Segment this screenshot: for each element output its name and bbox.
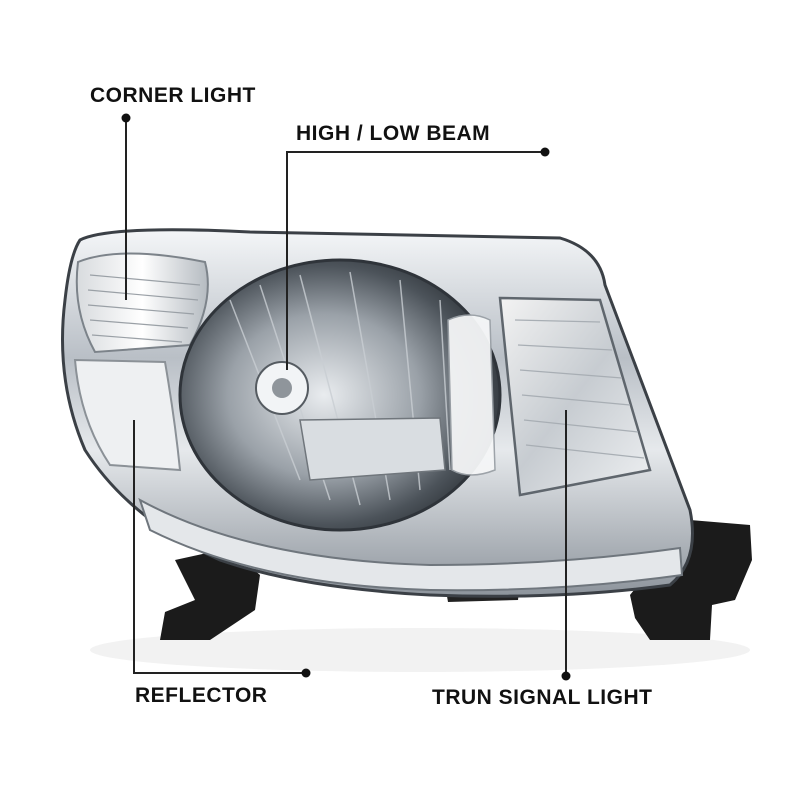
lower-chrome-trim <box>138 497 684 592</box>
turn-signal-lens <box>498 296 652 497</box>
bulb-center <box>272 378 292 398</box>
turn-signal-facets <box>514 319 645 459</box>
reflector-lens <box>73 358 182 472</box>
turn-signal-label: TRUN SIGNAL LIGHT <box>432 686 653 709</box>
left-mounting-bracket <box>160 548 260 640</box>
turn-signal-dot <box>561 671 571 681</box>
corner-light-label: CORNER LIGHT <box>90 84 256 107</box>
reflector-label: REFLECTOR <box>135 684 268 707</box>
corner-light-dot <box>121 113 131 123</box>
clear-lens-strip <box>447 314 496 476</box>
floor-reflection <box>90 628 750 672</box>
callout-dots <box>121 113 571 681</box>
reflector-dot <box>301 668 311 678</box>
corner-light-lens <box>75 252 209 354</box>
high-low-beam-label: HIGH / LOW BEAM <box>296 122 491 145</box>
corner-light-ribs <box>87 274 201 343</box>
beam-shield <box>299 417 446 481</box>
callout-leader-lines <box>125 118 567 676</box>
beam-dot <box>540 147 550 157</box>
right-mounting-bracket <box>630 520 752 640</box>
